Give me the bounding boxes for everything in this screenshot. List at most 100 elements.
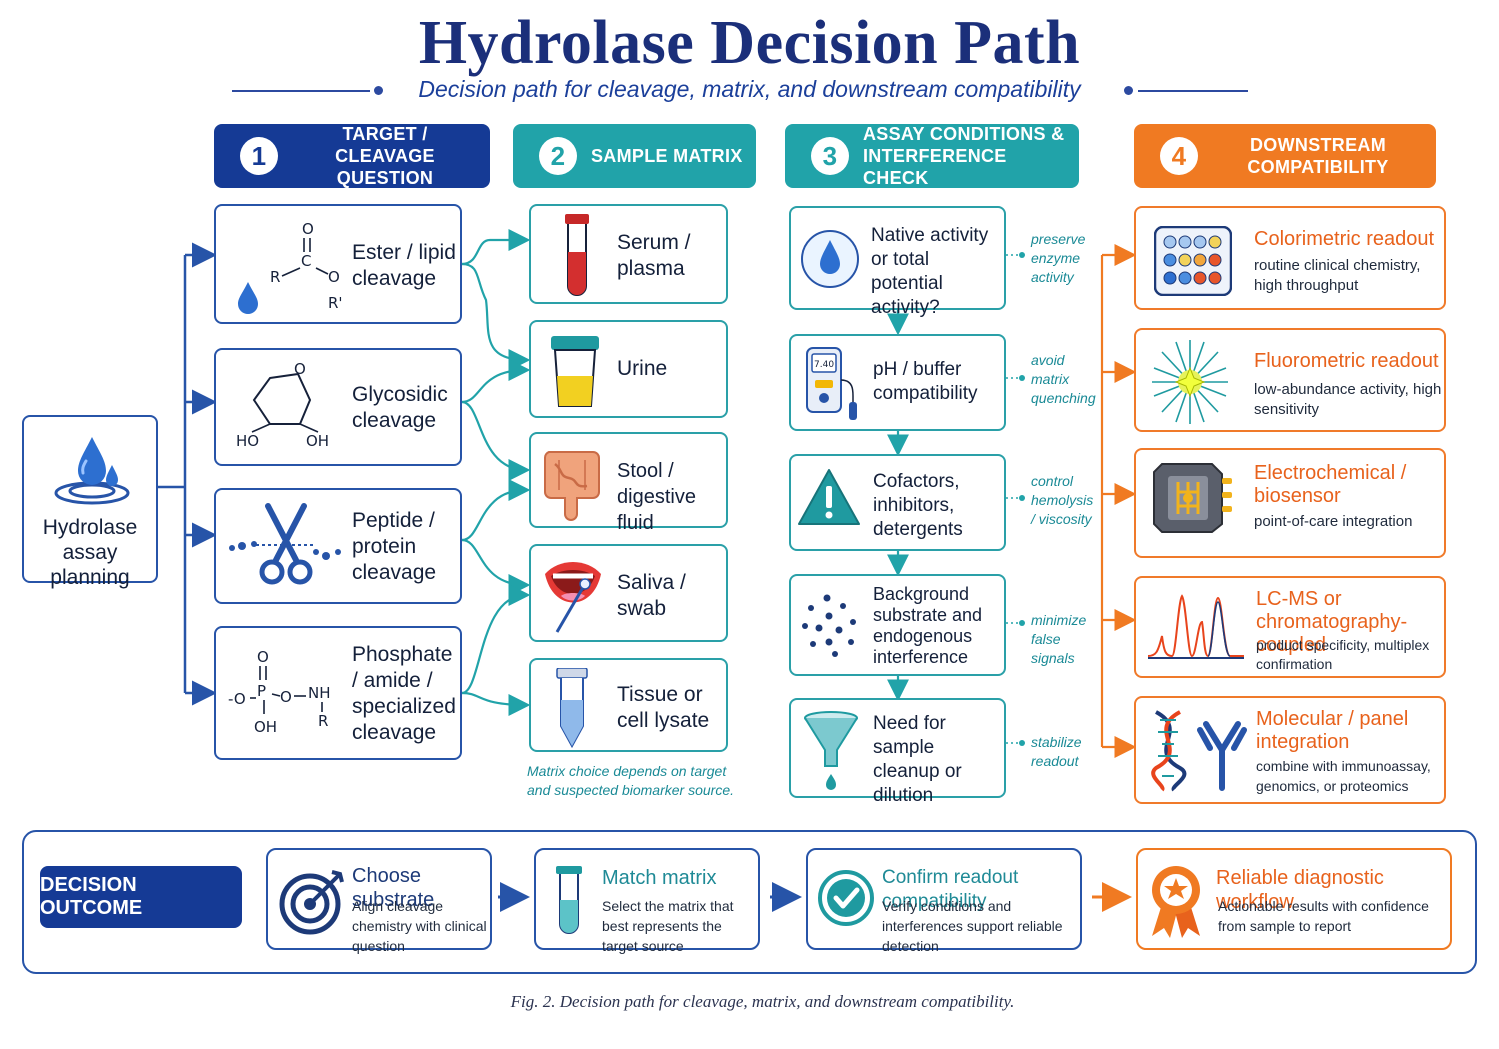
downstream-title: Fluorometric readout (1254, 350, 1439, 372)
atom-o: O (294, 360, 306, 378)
subtitle-dot-right (1124, 86, 1133, 95)
condition-label: Cofactors, inhibitors, detergents (873, 471, 963, 540)
outcome-card-match-matrix[interactable]: Match matrix Select the matrix that best… (534, 848, 760, 954)
funnel-icon (804, 711, 858, 790)
column-header-label: DOWNSTREAM COMPATIBILITY (1247, 135, 1389, 177)
well-plate-icon (1154, 226, 1232, 296)
award-ribbon-icon (1152, 866, 1200, 938)
condition-label: pH / buffer compatibility (873, 359, 978, 404)
ph-readout: 7.40 (814, 360, 834, 370)
downstream-title: Electrochemical / biosensor (1254, 462, 1407, 507)
cleavage-label: Phosphate / amide / specialized cleavage (352, 643, 456, 744)
subtitle-rule-left (232, 90, 370, 92)
condition-label: Background substrate and endogenous inte… (873, 584, 983, 667)
outcome-title: Match matrix (602, 867, 717, 889)
warning-icon (798, 469, 860, 525)
downstream-title: Colorimetric readout (1254, 228, 1435, 250)
cleavage-label: Ester / lipid cleavage (352, 241, 456, 290)
page-title: Hydrolase Decision Path (418, 9, 1081, 77)
downstream-card-molecular[interactable]: Molecular / panel integration combine wi… (1134, 696, 1446, 804)
step-number-1: 1 (240, 137, 278, 175)
atom-o: O (328, 268, 340, 286)
column-header-matrix: 2 SAMPLE MATRIX (513, 124, 756, 188)
outcome-title: Confirm readout compatibility (882, 867, 1019, 912)
column-header-label: TARGET / CLEAVAGE QUESTION (335, 124, 435, 188)
matrix-label: Tissue or cell lysate (617, 683, 710, 732)
step-number-4: 4 (1160, 137, 1198, 175)
condition-card-native-activity[interactable]: Native activity or total potential activ… (789, 206, 1006, 318)
figure-caption: Fig. 2. Decision path for cleavage, matr… (510, 992, 1015, 1011)
water-drop-ripple-icon (54, 437, 130, 505)
fluorescence-burst-icon (1152, 340, 1228, 424)
subtitle-rule-right (1138, 90, 1248, 92)
matrix-card-urine[interactable]: Urine (529, 320, 728, 418)
downstream-card-lcms[interactable]: LC-MS or chromatography-coupled product … (1134, 576, 1446, 678)
condition-note: stabilize readout (1031, 734, 1082, 769)
outcome-subtitle: Align cleavage chemistry with clinical q… (352, 898, 487, 954)
matrix-card-serum[interactable]: Serum / plasma (529, 204, 728, 304)
root-connectors (158, 242, 217, 706)
downstream-title: Molecular / panel integration (1256, 708, 1409, 753)
condition-label: Need for sample cleanup or dilution (873, 713, 962, 806)
target-icon (279, 870, 344, 935)
cleavage-card-ester[interactable]: O C R O R' Ester / lipid cleavage (214, 204, 462, 324)
downstream-card-electrochemical[interactable]: Electrochemical / biosensor point-of-car… (1134, 448, 1446, 558)
cleavage-card-phosphate[interactable]: O -O P O NH OH R Phosphate / amide / spe… (214, 626, 462, 760)
cleavage-card-glycosidic[interactable]: O HO OH Glycosidic cleavage (214, 348, 462, 466)
condition-note: preserve enzyme activity (1031, 231, 1086, 285)
matrix-label: Urine (617, 357, 668, 380)
outcome-card-reliable-workflow[interactable]: Reliable diagnostic workflow Actionable … (1136, 848, 1452, 950)
ph-meter-icon: 7.40 (806, 347, 857, 420)
downstream-card-colorimetric[interactable]: Colorimetric readout routine clinical ch… (1134, 206, 1446, 310)
note-leaders (1006, 254, 1020, 744)
condition-card-cleanup[interactable]: Need for sample cleanup or dilution (789, 698, 1006, 806)
matrix-card-saliva[interactable]: Saliva / swab (529, 544, 728, 642)
droplet-icon (801, 230, 859, 288)
cleavage-card-peptide[interactable]: Peptide / protein cleavage (214, 488, 462, 604)
atom-c: C (301, 252, 311, 270)
column-header-label: ASSAY CONDITIONS & INTERFERENCE CHECK (863, 124, 1065, 188)
particles-icon (802, 594, 856, 657)
matrix-label: Stool / digestive fluid (617, 460, 696, 534)
condition-card-cofactors[interactable]: Cofactors, inhibitors, detergents (789, 454, 1006, 551)
atom-r-prime: R' (328, 294, 342, 312)
outcome-card-choose-substrate[interactable]: Choose substrate Align cleavage chemistr… (266, 848, 492, 954)
urine-cup-icon (551, 336, 599, 407)
atom-minus-o: -O (228, 690, 246, 708)
column-header-target: 1 TARGET / CLEAVAGE QUESTION (214, 124, 490, 188)
ester-structure-icon: O C R O R' (238, 220, 342, 314)
note-dots (1019, 252, 1025, 746)
downstream-subtitle: product specificity, multiplex confirmat… (1256, 637, 1430, 672)
condition-card-ph[interactable]: 7.40 pH / buffer compatibility (789, 334, 1006, 431)
condition-card-background[interactable]: Background substrate and endogenous inte… (789, 574, 1006, 676)
root-node[interactable]: Hydrolase assay planning (22, 415, 158, 589)
decision-outcome-panel (22, 830, 1477, 974)
step-number-2: 2 (539, 137, 577, 175)
hydroxyl-ho: HO (236, 432, 259, 450)
atom-o: O (280, 688, 292, 706)
lysate-tube-icon (556, 668, 588, 749)
subtitle-dot-left (374, 86, 383, 95)
atom-p: P (257, 682, 266, 700)
downstream-subtitle: low-abundance activity, high sensitivity (1254, 381, 1442, 418)
matrix-card-tissue[interactable]: Tissue or cell lysate (529, 658, 728, 752)
mouth-swab-icon (545, 562, 601, 633)
check-circle-icon (818, 870, 874, 926)
outcome-title: Reliable diagnostic workflow (1216, 867, 1384, 913)
biosensor-chip-icon (1153, 463, 1232, 533)
outcome-subtitle: Actionable results with confidence from … (1218, 898, 1429, 934)
outcome-subtitle: Select the matrix that best represents t… (602, 898, 734, 954)
condition-label: Native activity or total potential activ… (871, 225, 989, 318)
atom-o: O (302, 220, 314, 238)
outcome-subtitle: Verify conditions and interferences supp… (882, 898, 1063, 954)
intestine-icon (544, 451, 600, 521)
downstream-subtitle: point-of-care integration (1254, 513, 1413, 530)
group-oh: OH (254, 718, 277, 736)
matrix-card-stool[interactable]: Stool / digestive fluid (529, 432, 728, 534)
condition-note: minimize false signals (1031, 612, 1087, 666)
atom-r: R (318, 712, 328, 730)
outcome-card-confirm-readout[interactable]: Confirm readout compatibility Verify con… (806, 848, 1082, 954)
matrix-footnote: Matrix choice depends on target and susp… (527, 763, 734, 798)
downstream-subtitle: routine clinical chemistry, high through… (1254, 257, 1421, 294)
downstream-card-fluorometric[interactable]: Fluorometric readout low-abundance activ… (1134, 328, 1446, 432)
